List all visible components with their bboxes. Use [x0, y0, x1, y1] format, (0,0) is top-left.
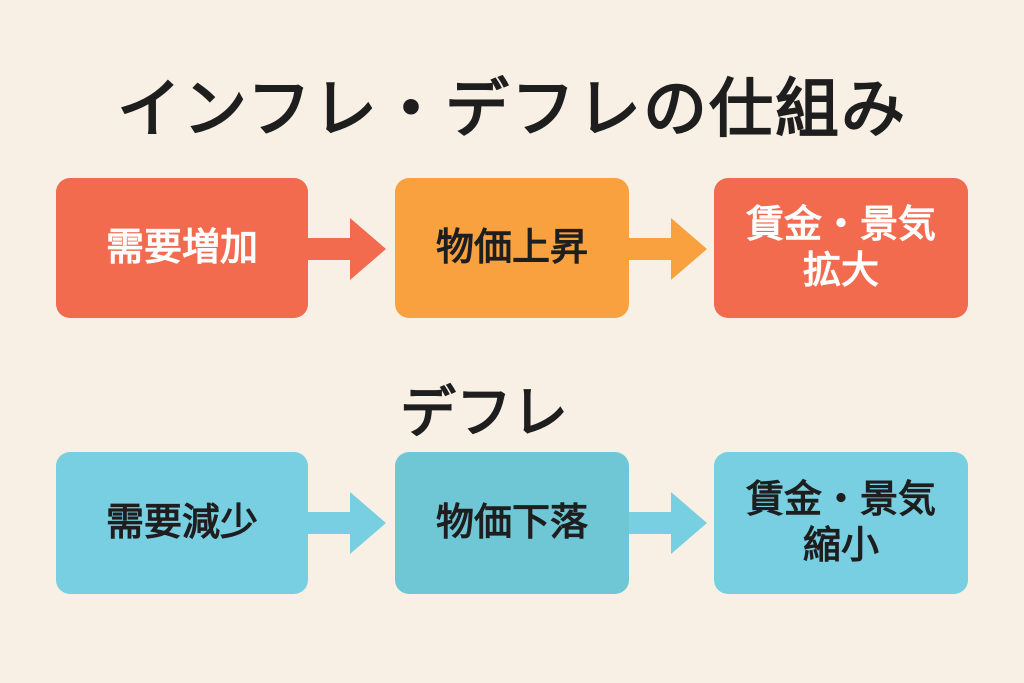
- section-title-deflation: デフレ: [400, 381, 568, 446]
- arrow-right-icon: [308, 218, 386, 280]
- box-price-rise: 物価上昇: [395, 178, 629, 318]
- box-demand-increase: 需要増加: [56, 178, 308, 318]
- arrow-right-icon: [629, 218, 707, 280]
- box-price-fall: 物価下落: [395, 452, 629, 594]
- arrow-right-icon: [629, 492, 707, 554]
- arrow-right-icon: [308, 492, 386, 554]
- box-wages-economy-expand: 賃金・景気 拡大: [714, 178, 968, 318]
- diagram-title: インフレ・デフレの仕組み: [116, 73, 908, 147]
- box-wages-economy-shrink: 賃金・景気 縮小: [714, 452, 968, 594]
- box-demand-decrease: 需要減少: [56, 452, 308, 594]
